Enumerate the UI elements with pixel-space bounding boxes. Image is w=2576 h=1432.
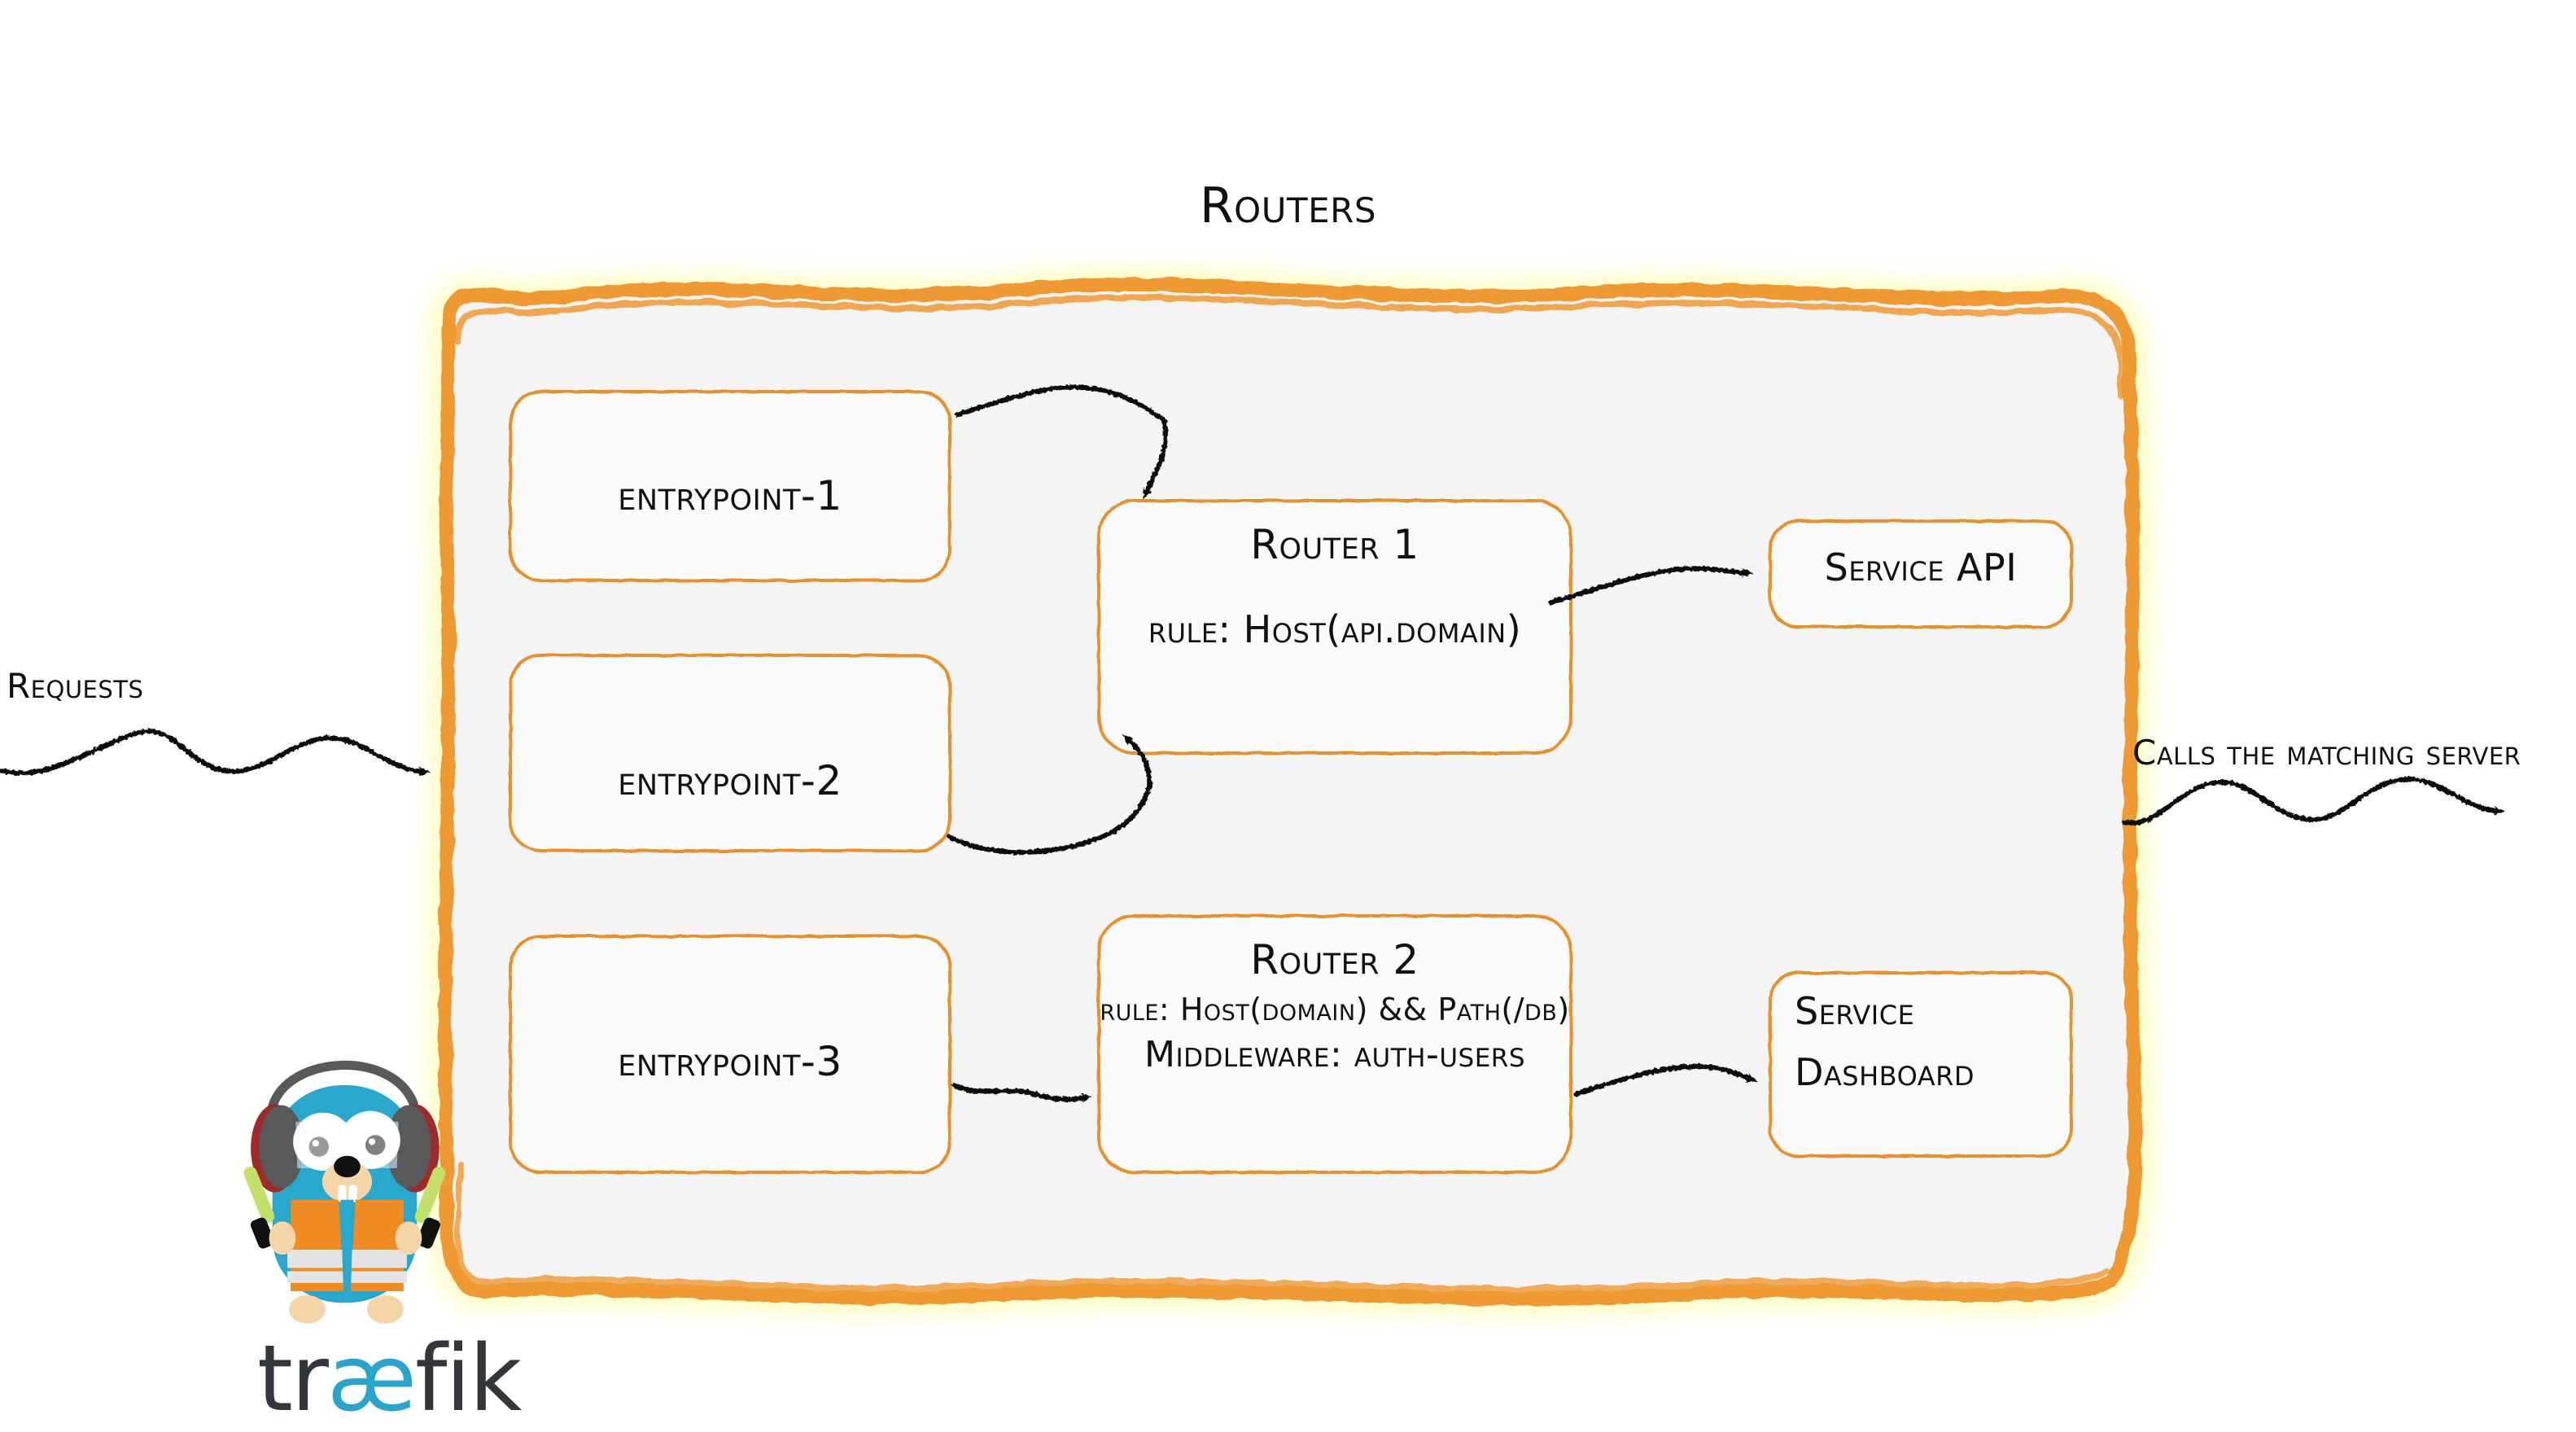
calls-the-matching-server-label: Calls the matching server xyxy=(2132,733,2521,773)
traefik-wordmark: træfik xyxy=(257,1333,522,1425)
router-2-title: Router 2 xyxy=(1250,936,1419,983)
service-dashboard-label-line1: Service xyxy=(1795,989,1915,1033)
wordmark-prefix: tr xyxy=(257,1326,329,1432)
wordmark-suffix: fik xyxy=(414,1326,522,1432)
service-dashboard-box[interactable] xyxy=(1769,971,2073,1158)
entrypoint-3-label: entrypoint-3 xyxy=(618,1038,842,1085)
router-2-rule: rule: Host(domain) && Path(/db) xyxy=(1100,992,1570,1027)
router-2-box[interactable] xyxy=(1097,914,1572,1174)
entrypoint-2-box[interactable] xyxy=(509,654,951,852)
headphone-left xyxy=(251,1104,304,1193)
page-title: Routers xyxy=(1199,177,1377,234)
router-1-content: Router 1 rule: Host(api.domain) xyxy=(1099,521,1571,651)
marshalling-wand-left xyxy=(243,1167,296,1255)
requests-label: Requests xyxy=(7,666,144,706)
wordmark-ligature: æ xyxy=(326,1326,417,1432)
router-1-rule: rule: Host(api.domain) xyxy=(1148,607,1522,651)
arrow-outbound-calls xyxy=(2122,777,2505,825)
service-dashboard-label-line2: Dashboard xyxy=(1795,1050,1975,1094)
service-api-box[interactable] xyxy=(1769,519,2073,628)
entrypoint-1-box[interactable] xyxy=(509,390,951,582)
traefik-gopher-mascot xyxy=(243,1060,446,1324)
arrow-router1-to-service-api xyxy=(1549,566,1753,605)
entrypoint-3-box[interactable] xyxy=(509,935,951,1174)
arrow-entrypoint1-to-router1 xyxy=(955,384,1168,500)
router-2-middleware: Middleware: auth-users xyxy=(1144,1034,1525,1075)
arrow-router2-to-service-dashboard xyxy=(1573,1064,1758,1097)
entrypoint-1-label: entrypoint-1 xyxy=(618,472,842,519)
arrow-entrypoint2-to-router1 xyxy=(947,734,1152,855)
arrow-requests-inbound xyxy=(0,729,430,777)
service-api-label: Service API xyxy=(1824,545,2018,589)
router-1-title: Router 1 xyxy=(1250,521,1419,568)
router-1-box[interactable] xyxy=(1097,499,1572,755)
routers-container-border xyxy=(438,277,2142,1306)
arrow-entrypoint3-to-router2 xyxy=(951,1083,1092,1104)
marshalling-wand-right xyxy=(395,1167,446,1255)
router-2-content: Router 2 rule: Host(domain) && Path(/db)… xyxy=(1099,936,1571,1075)
entrypoint-2-label: entrypoint-2 xyxy=(618,757,842,804)
